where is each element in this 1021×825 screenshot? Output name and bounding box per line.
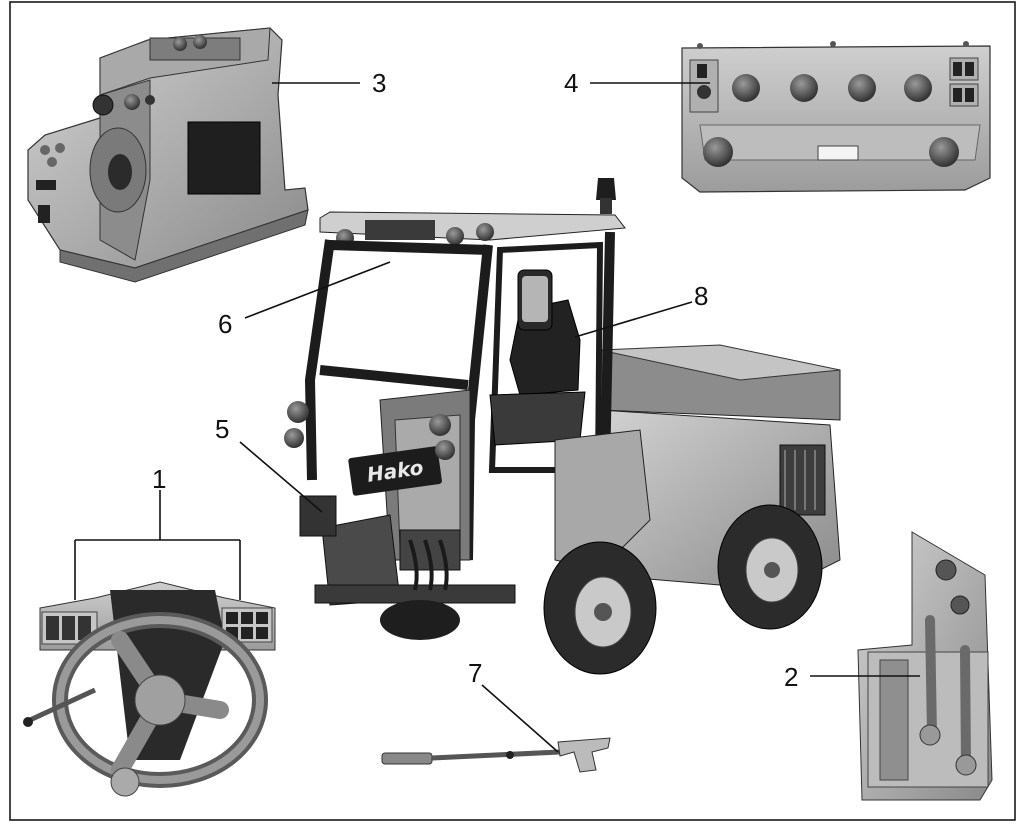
callout-6: 6 [218,309,232,339]
leader-7 [481,684,559,753]
roof-switch-panel [681,41,991,193]
figure-frame [9,1,1016,821]
callout-5: 5 [215,414,229,444]
callout-3: 3 [372,68,386,98]
seat-side-control-console [27,27,309,283]
utility-vehicle: Hako [284,178,841,675]
callout-2: 2 [784,662,798,692]
callout-7: 7 [468,658,482,688]
callout-1: 1 [152,464,166,494]
leader-8 [574,301,693,338]
leader-5 [239,441,323,513]
hand-tool [381,737,611,773]
callout-labels: 1 2 3 4 5 6 7 8 [152,68,798,692]
leader-lines [74,82,920,753]
steering-column-console [23,581,276,797]
leader-1 [74,490,241,600]
leader-6 [244,261,391,319]
right-hand-lever-console [857,531,993,801]
callout-4: 4 [564,68,578,98]
callout-8: 8 [694,281,708,311]
